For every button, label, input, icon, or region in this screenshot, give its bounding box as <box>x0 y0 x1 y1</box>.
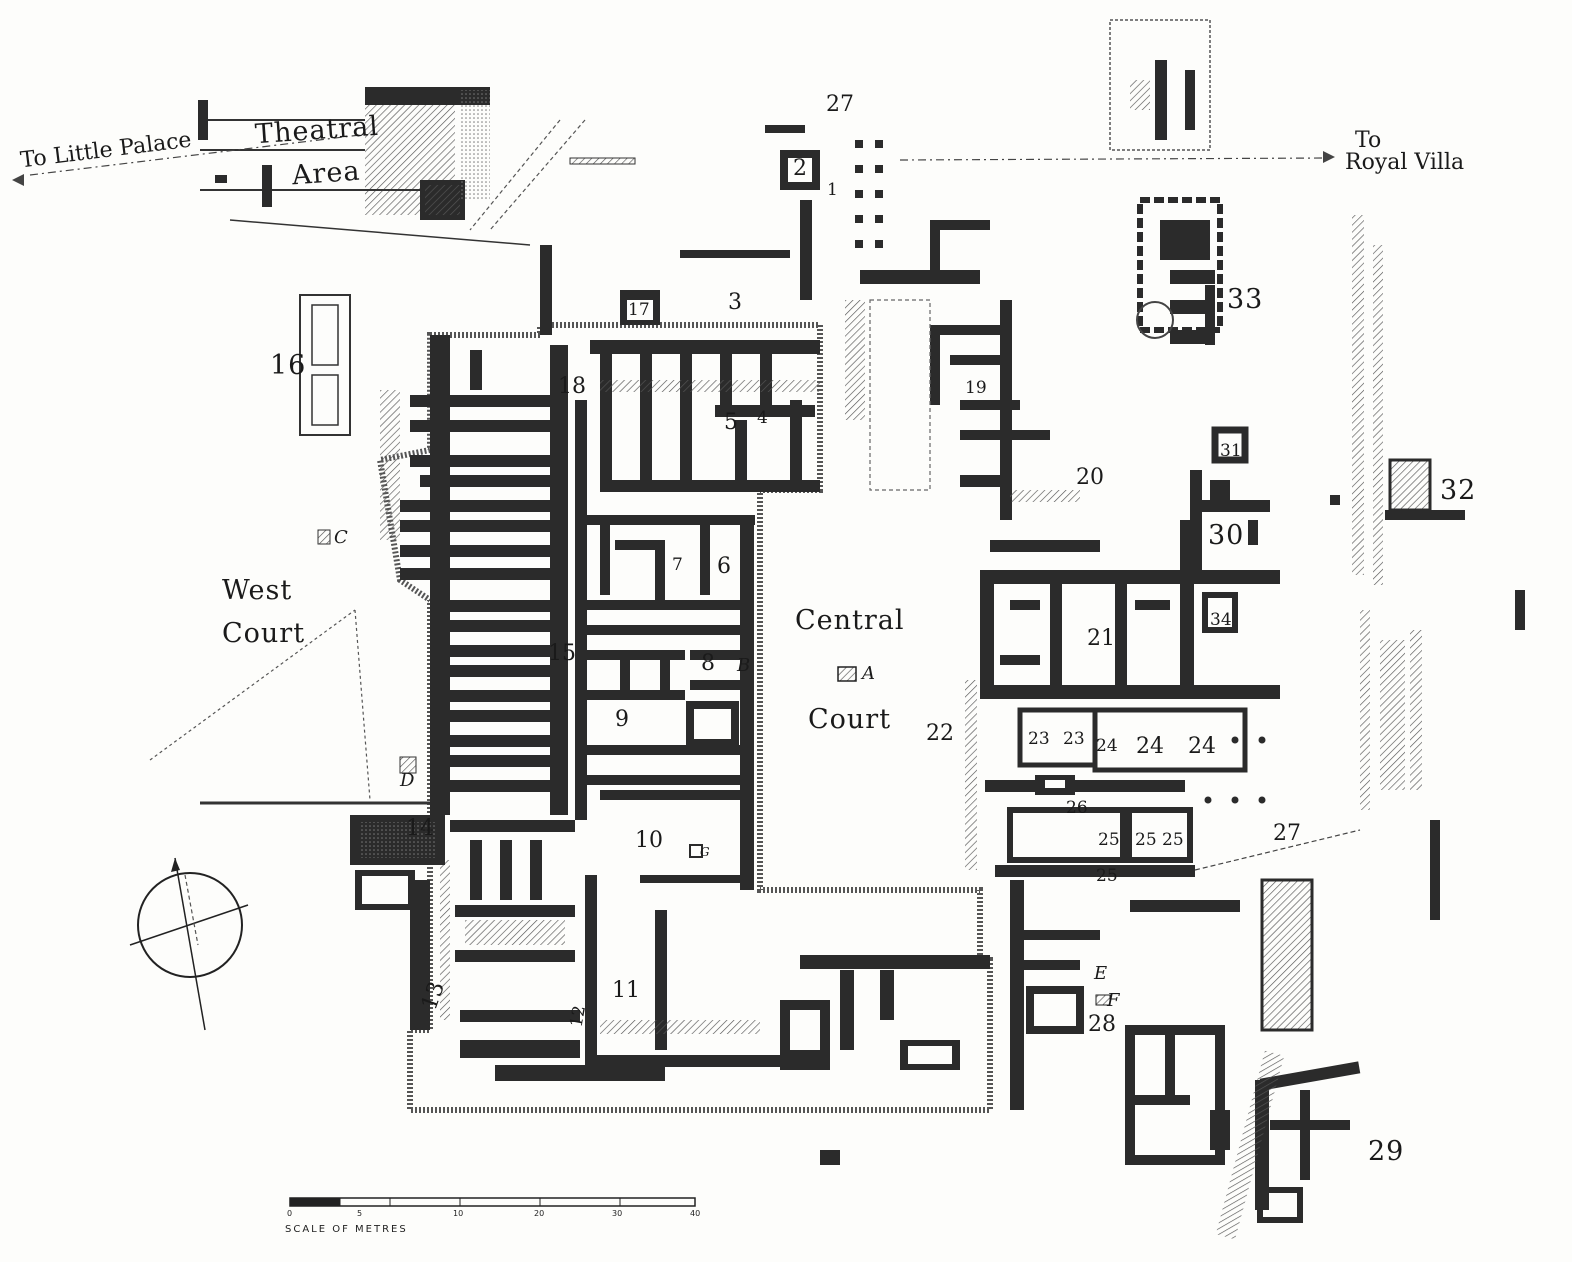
theatral-area <box>29 87 586 246</box>
room-23-label: 23 <box>1028 729 1050 749</box>
room-25b-label: 25 <box>1135 830 1157 850</box>
northeast-rooms <box>860 220 1100 552</box>
room-20-label: 20 <box>1076 465 1104 490</box>
room-15-label: 15 <box>548 641 576 666</box>
arrow-west-icon <box>12 174 24 186</box>
room-2-label: 2 <box>793 156 807 181</box>
scale-tick-10: 10 <box>453 1209 464 1218</box>
room-25-label: 25 <box>1098 830 1120 850</box>
marker-e-label: E <box>1094 963 1108 984</box>
west-wing-rooms <box>585 515 755 890</box>
scale-bar <box>289 1197 696 1207</box>
north-gate-pillars <box>569 125 883 248</box>
room-28-label: 28 <box>1088 1012 1116 1037</box>
room-33-label: 33 <box>1227 284 1264 315</box>
room-25d-label: 25 <box>1096 866 1118 886</box>
area-30-33 <box>1109 19 1258 633</box>
room-18-label: 18 <box>558 374 586 399</box>
room-3-label: 3 <box>728 290 742 315</box>
room-10-label: 10 <box>635 828 663 853</box>
room-19-label: 19 <box>965 378 987 398</box>
room-16-label: 16 <box>270 350 307 381</box>
route-27 <box>1194 736 1361 1032</box>
scale-tick-20: 20 <box>534 1209 545 1218</box>
marker-f-label: F <box>1107 990 1120 1011</box>
scale-tick-30: 30 <box>612 1209 623 1218</box>
room-22-label: 22 <box>926 721 954 746</box>
west-label: West <box>222 575 293 606</box>
room-5-label: 5 <box>724 410 738 435</box>
west-court-label: Court <box>222 618 306 649</box>
room-14-label: 14 <box>406 816 434 841</box>
central-label: Central <box>795 605 905 636</box>
northwest-blocks <box>540 150 865 820</box>
room-7-label: 7 <box>672 555 683 575</box>
room-9-label: 9 <box>615 707 629 732</box>
altar-a-marker <box>837 666 857 682</box>
room-24c-label: 24 <box>1188 734 1216 759</box>
room-4-label: 4 <box>757 408 768 428</box>
arrow-east-icon <box>1323 151 1335 163</box>
scale-tick-40: 40 <box>690 1209 701 1218</box>
palace-outline <box>376 322 993 1113</box>
compass-rose-icon <box>129 857 249 1031</box>
marker-c-label: C <box>334 527 348 548</box>
room-8-label: 8 <box>701 651 715 676</box>
area-29 <box>1215 1050 1361 1240</box>
southwest-rooms <box>410 820 990 1165</box>
road-royal-villa <box>899 157 1331 161</box>
room-27-label: 27 <box>826 92 854 117</box>
room-17-label: 17 <box>628 300 650 320</box>
room-27b-label: 27 <box>1273 821 1301 846</box>
room-21-label: 21 <box>1087 626 1115 651</box>
room-24b-label: 24 <box>1136 734 1164 759</box>
west-magazines <box>380 335 568 815</box>
southeast-rooms <box>1125 1025 1230 1165</box>
scale-caption: SCALE OF METRES <box>285 1224 408 1235</box>
room-1-label: 1 <box>827 180 838 200</box>
scale-tick-5: 5 <box>357 1209 363 1218</box>
marker-b-label: B <box>737 655 751 676</box>
marker-g-label: G <box>700 845 710 859</box>
area-label: Area <box>291 155 362 192</box>
room-32-label: 32 <box>1440 475 1477 506</box>
east-wing-rooms <box>965 500 1280 1110</box>
room-25c-label: 25 <box>1162 830 1184 850</box>
room-11-label: 11 <box>612 978 640 1003</box>
theatral-label: Theatral <box>254 110 380 151</box>
room-30-label: 30 <box>1208 520 1245 551</box>
area-32 <box>1330 215 1525 920</box>
room-23b-label: 23 <box>1063 729 1085 749</box>
room-29-label: 29 <box>1368 1136 1405 1167</box>
room-26-label: 26 <box>1066 798 1088 818</box>
to-royal-villa-prefix: To <box>1355 128 1382 153</box>
court-label: Court <box>808 704 892 735</box>
room-12-label: 12 <box>566 1004 591 1029</box>
scale-tick-0: 0 <box>287 1209 293 1218</box>
room-31-label: 31 <box>1220 441 1242 461</box>
marker-d-label: D <box>400 770 415 791</box>
room-6-label: 6 <box>717 554 731 579</box>
marker-a-label: A <box>862 663 875 684</box>
to-royal-villa-label: Royal Villa <box>1345 150 1465 175</box>
west-court-features <box>149 294 445 910</box>
room-34-label: 34 <box>1210 610 1232 630</box>
room-24-label: 24 <box>1096 736 1118 756</box>
